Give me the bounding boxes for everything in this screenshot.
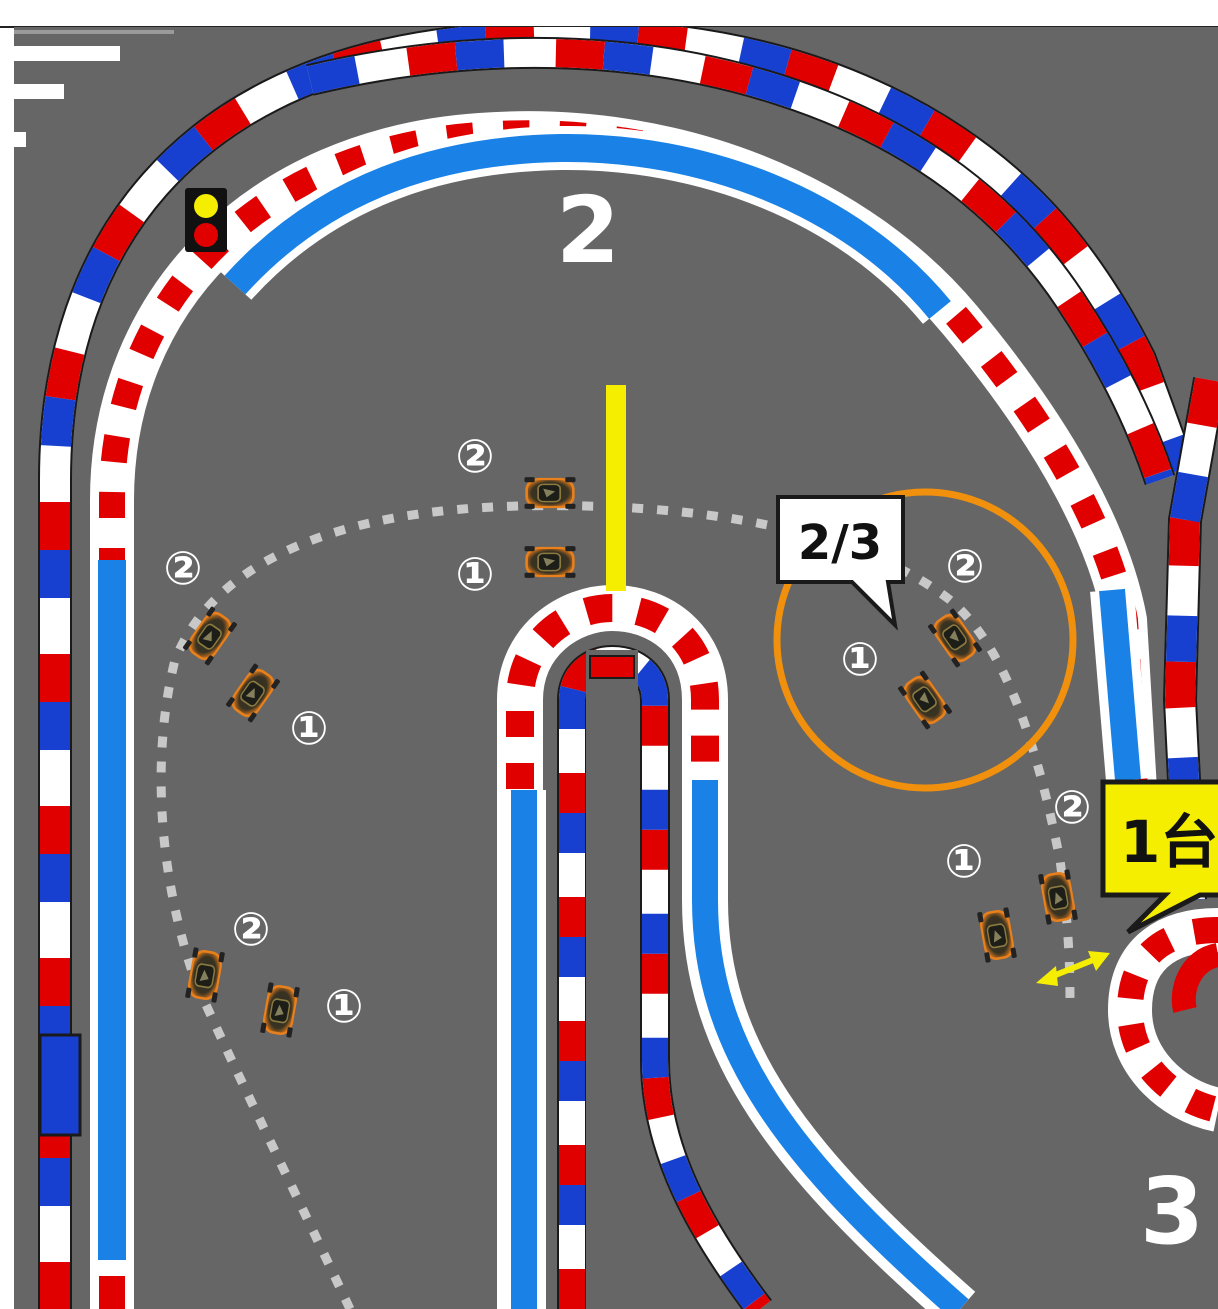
car-top-second <box>525 477 576 509</box>
marker-second: ② <box>232 902 271 956</box>
marker-second: ② <box>164 541 203 595</box>
clipping-point-line <box>606 385 626 591</box>
traffic-light-icon <box>185 188 227 252</box>
marker-first: ① <box>945 834 984 888</box>
marker-first: ① <box>456 547 495 601</box>
marker-first: ① <box>290 701 329 755</box>
formation-callout-text: 2/3 <box>798 515 882 571</box>
single-car-callout-text: 1台 <box>1120 808 1218 876</box>
turn-number-3: 3 <box>1140 1158 1204 1265</box>
marker-first: ① <box>325 979 364 1033</box>
marker-second: ② <box>1053 780 1092 834</box>
car-top-first <box>525 546 576 578</box>
turn-number-2: 2 <box>556 177 620 284</box>
marker-second: ② <box>946 539 985 593</box>
marker-first: ① <box>841 632 880 686</box>
marker-second: ② <box>456 429 495 483</box>
